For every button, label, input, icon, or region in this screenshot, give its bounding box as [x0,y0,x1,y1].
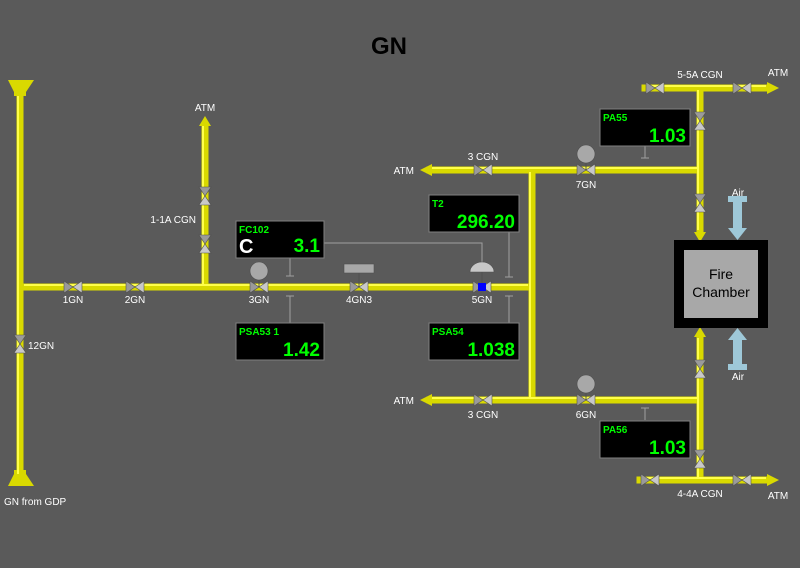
instrument-value: 1.03 [649,126,686,147]
valve-3gn[interactable]: 3GN [249,261,270,306]
actuator-icon [576,144,596,164]
arrow-left-icon [420,394,432,406]
status-indicator-icon [478,283,486,291]
svg-text:7GN: 7GN [576,180,597,191]
atm-label: ATM [768,491,788,502]
fire-chamber[interactable]: Fire Chamber [674,240,768,328]
svg-text:1GN: 1GN [63,295,84,306]
atm-label: ATM [394,396,414,407]
instrument-value: 1.42 [283,340,320,361]
atm-label: ATM [195,103,215,114]
svg-text:2GN: 2GN [125,295,146,306]
svg-text:4GN3: 4GN3 [346,295,373,306]
instrument-fc102[interactable]: FC102 C 3.1 [235,220,325,259]
instrument-psa53[interactable]: PSA53 1 1.42 [235,322,325,361]
valve-1-1a-cgn[interactable]: 1-1A CGN [150,186,212,254]
page-title: GN [371,33,407,60]
svg-text:5-5A CGN: 5-5A CGN [677,70,723,81]
fire-chamber-label-line2: Chamber [692,284,750,300]
pipe-funnel-top [8,80,34,96]
instrument-value: 1.03 [649,438,686,459]
signal-lines [286,146,649,420]
arrow-left-icon [420,164,432,176]
actuator-icon [249,261,269,281]
instrument-psa54[interactable]: PSA54 1.038 [428,322,520,361]
svg-text:6GN: 6GN [576,410,597,421]
arrow-down-icon [694,232,706,242]
arrow-up-icon [199,116,211,126]
actuator-icon [576,374,596,394]
svg-text:3 CGN: 3 CGN [468,410,499,421]
air-label-bottom: Air [732,372,745,383]
svg-text:5GN: 5GN [472,295,493,306]
arrow-right-icon [767,474,779,486]
pipe-funnel-bottom [8,470,34,486]
valve-12gn[interactable]: 12GN [13,334,54,354]
air-supply-bottom: Air [728,328,747,383]
valve-2gn[interactable]: 2GN [125,280,146,306]
valve-5-5a-cgn[interactable]: 5-5A CGN [645,70,752,213]
atm-label: ATM [394,166,414,177]
atm-label: ATM [768,68,788,79]
instrument-pa56[interactable]: PA56 1.03 [599,420,691,459]
instrument-tag: PSA53 1 [239,327,279,338]
valve-7gn[interactable]: 7GN [576,144,597,191]
arrow-up-icon [694,327,706,337]
instrument-pa55[interactable]: PA55 1.03 [599,108,691,147]
instrument-tag: T2 [432,199,444,210]
arrow-right-icon [767,82,779,94]
air-label-top: Air [732,188,745,199]
valve-3-cgn-top[interactable]: 3 CGN [468,152,499,177]
valve-3-cgn-bottom[interactable]: 3 CGN [468,393,499,421]
control-mode: C [239,236,253,258]
svg-text:3 CGN: 3 CGN [468,152,499,163]
instrument-t2[interactable]: T2 296.20 [428,194,520,233]
valve-4gn3[interactable]: 4GN3 [343,263,375,306]
air-supply-top: Air [728,188,747,240]
instrument-tag: PSA54 [432,327,464,338]
instrument-value: 1.038 [467,340,515,361]
instrument-value: 296.20 [457,212,515,233]
valve-4-4a-cgn[interactable]: 4-4A CGN [640,359,752,500]
instrument-tag: FC102 [239,225,269,236]
instrument-value: 3.1 [294,236,321,257]
instrument-tag: PA56 [603,425,628,436]
actuator-icon [343,263,375,274]
valve-5gn[interactable]: 5GN [469,261,495,306]
svg-text:3GN: 3GN [249,295,270,306]
svg-text:12GN: 12GN [28,341,54,352]
valve-1gn[interactable]: 1GN [63,280,84,306]
valve-6gn[interactable]: 6GN [576,374,597,421]
gn-source-label: GN from GDP [4,497,67,508]
instrument-tag: PA55 [603,113,628,124]
fire-chamber-label-line1: Fire [709,266,733,282]
diaphragm-actuator-icon [469,261,495,273]
svg-text:4-4A CGN: 4-4A CGN [677,489,723,500]
svg-text:1-1A CGN: 1-1A CGN [150,215,196,226]
